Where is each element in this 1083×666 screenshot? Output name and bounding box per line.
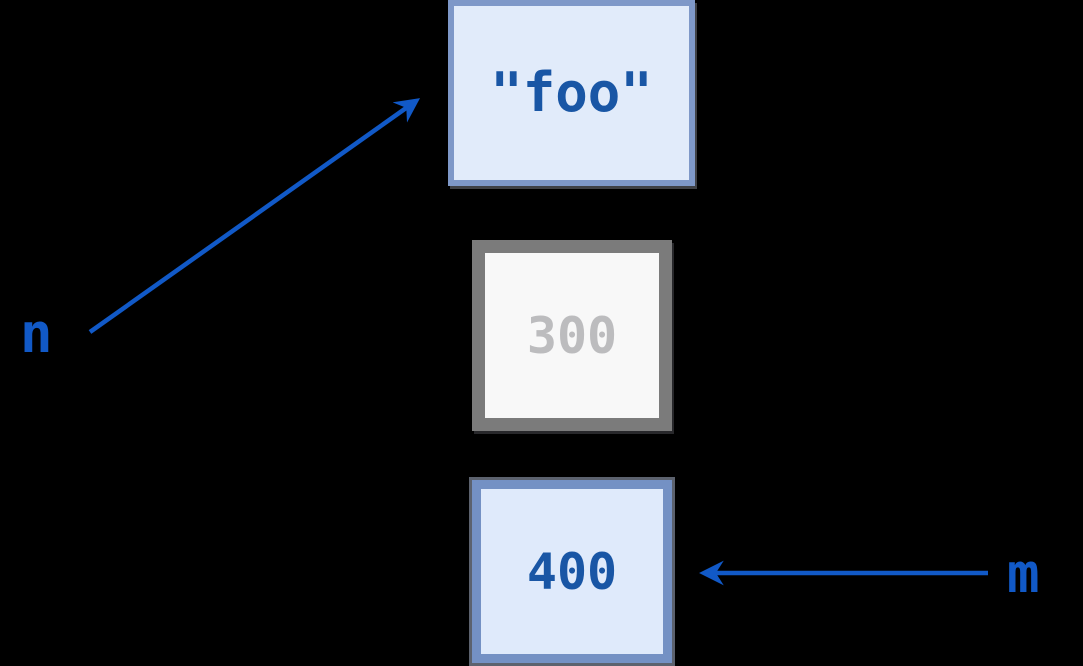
object-box-foo: "foo" [448, 0, 695, 186]
object-value-300: 300 [526, 306, 618, 365]
object-box-400: 400 [472, 480, 672, 663]
object-value-foo: "foo" [490, 61, 653, 124]
object-box-300: 300 [472, 240, 672, 431]
variable-label-n: n [20, 302, 53, 365]
variable-label-m: m [1007, 542, 1040, 605]
object-value-400: 400 [526, 542, 618, 601]
pointer-arrow-n-to-foo [88, 98, 421, 334]
